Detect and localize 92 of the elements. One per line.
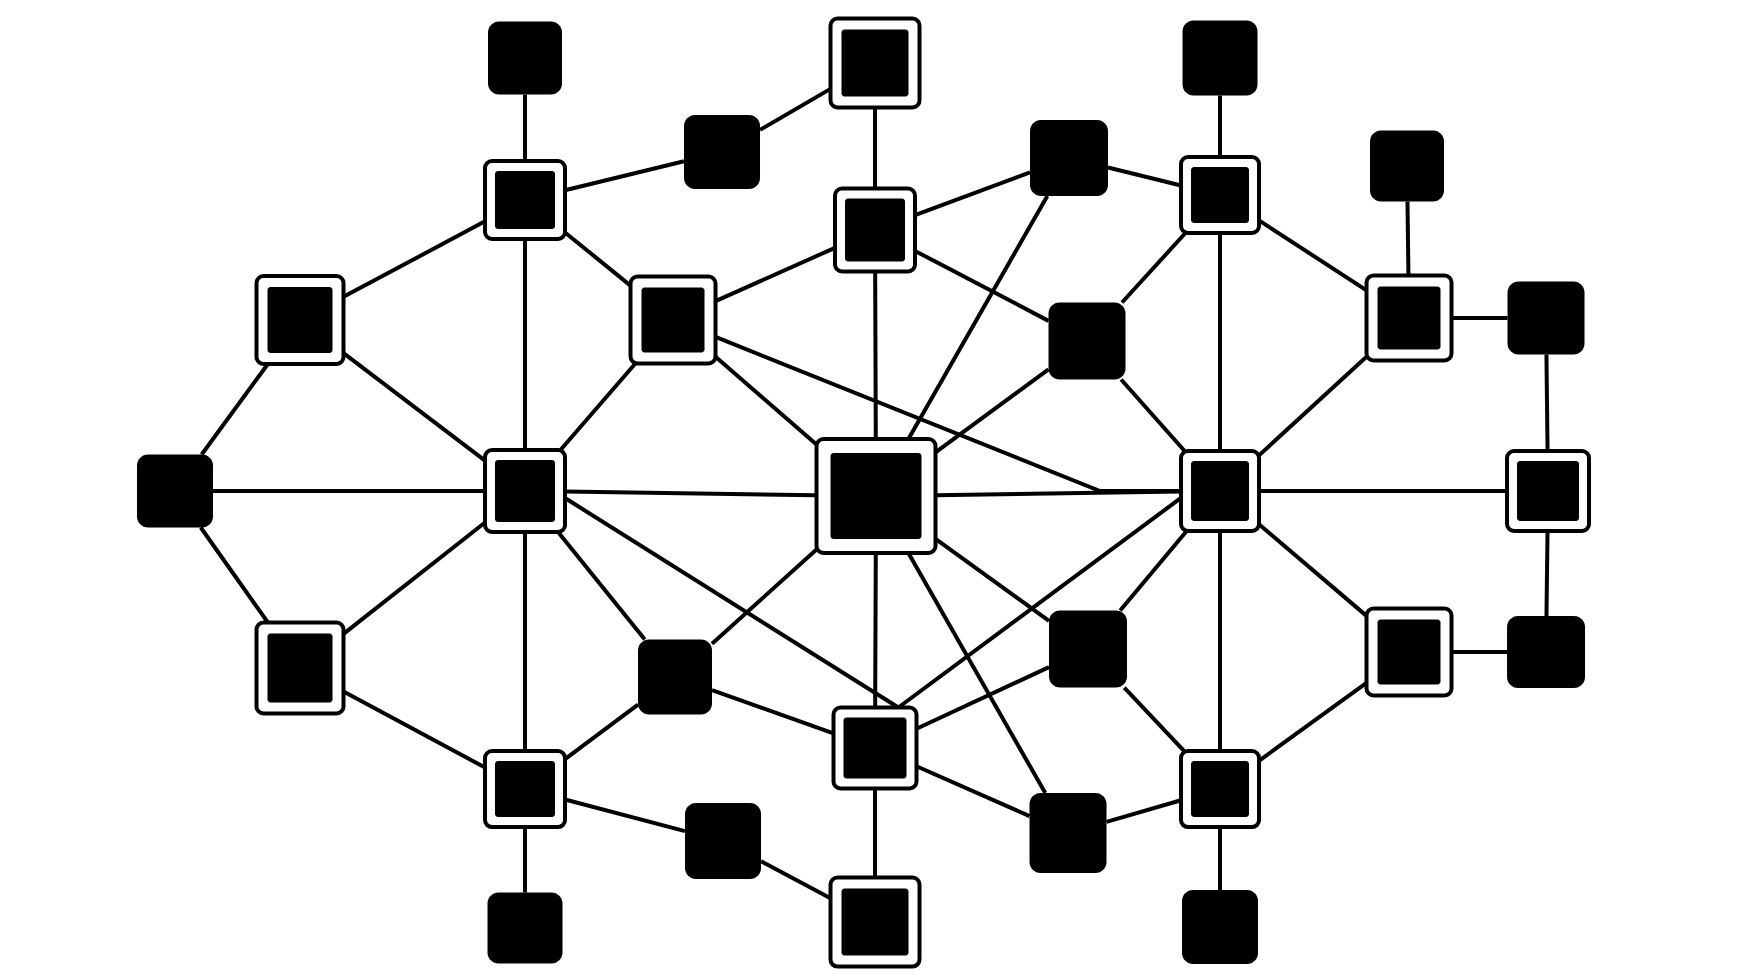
connector-line	[934, 537, 1051, 623]
connector-line	[342, 219, 486, 299]
connector-line	[342, 520, 487, 636]
framed-square-node	[483, 448, 567, 534]
connector-line	[915, 764, 1031, 818]
connector-line	[342, 689, 486, 770]
connector-line	[1544, 531, 1550, 617]
connector-line	[523, 827, 527, 893]
connector-line	[523, 94, 527, 161]
connector-line	[342, 351, 487, 463]
filled-square-node	[1182, 20, 1258, 96]
connector-line	[1120, 231, 1187, 304]
filled-square-node	[685, 803, 761, 879]
connector-line	[711, 688, 835, 736]
connector-line	[914, 170, 1031, 218]
connector-line	[563, 230, 632, 288]
connector-line	[1257, 522, 1368, 618]
connector-line	[1118, 529, 1189, 612]
connector-line	[714, 245, 836, 303]
framed-square-node	[1505, 449, 1591, 533]
connector-line	[556, 530, 647, 641]
connector-line	[1122, 686, 1186, 753]
connector-line	[563, 496, 900, 710]
filled-square-node	[137, 454, 213, 528]
connector-line	[935, 489, 1182, 498]
connector-line	[564, 159, 685, 193]
framed-square-node	[628, 274, 718, 366]
filled-square-node	[1030, 120, 1108, 196]
framed-square-node	[831, 705, 919, 791]
framed-square-node	[1179, 749, 1261, 829]
connector-line	[1451, 316, 1508, 320]
framed-square-node	[483, 159, 567, 241]
connector-line	[1218, 95, 1222, 157]
connector-line	[1107, 165, 1182, 188]
framed-square-node	[1179, 449, 1261, 533]
framed-square-node	[828, 875, 922, 969]
connector-line	[1218, 827, 1222, 890]
connector-line	[760, 859, 832, 901]
connector-line	[1259, 489, 1507, 493]
filled-square-node	[1370, 130, 1444, 202]
connector-line	[1257, 218, 1368, 293]
framed-square-node	[814, 437, 938, 555]
connector-line	[200, 362, 270, 456]
connector-line	[873, 271, 878, 439]
connector-line	[1119, 378, 1187, 453]
connector-line	[873, 107, 877, 189]
connector-line	[714, 335, 1181, 493]
connector-line	[1218, 233, 1222, 451]
filled-square-node	[1507, 616, 1585, 688]
framed-square-node	[483, 749, 567, 829]
connector-line	[563, 703, 640, 761]
connector-line	[199, 526, 270, 624]
connector-line	[1544, 354, 1550, 452]
connector-line	[1405, 201, 1411, 276]
connector-line	[523, 532, 527, 751]
connector-line	[523, 239, 527, 450]
connector-line	[906, 552, 1047, 794]
framed-square-node	[1179, 155, 1261, 235]
connector-line	[1218, 531, 1222, 751]
filled-square-node	[1507, 281, 1585, 355]
filled-square-node	[1049, 610, 1127, 688]
connector-line	[914, 249, 1050, 323]
filled-square-node	[488, 21, 562, 95]
filled-square-node	[1048, 302, 1126, 380]
connector-line	[213, 489, 485, 493]
framed-square-node	[254, 274, 346, 366]
connector-line	[558, 362, 637, 452]
framed-square-node	[254, 620, 346, 716]
filled-square-node	[1029, 793, 1107, 873]
framed-square-node	[1364, 273, 1454, 363]
filled-square-node	[487, 892, 563, 964]
connector-line	[915, 665, 1050, 731]
connector-line	[564, 797, 686, 833]
connector-line	[714, 355, 818, 447]
filled-square-node	[1182, 890, 1258, 964]
connector-line	[1451, 650, 1507, 654]
connector-line	[1257, 681, 1368, 763]
connector-line	[873, 788, 877, 878]
connector-line	[934, 367, 1050, 454]
connector-line	[759, 87, 832, 132]
connector-line	[1105, 798, 1182, 824]
connector-line	[564, 489, 817, 498]
framed-square-node	[1364, 606, 1454, 698]
filled-square-node	[684, 115, 760, 189]
connector-line	[1257, 355, 1368, 457]
filled-square-node	[638, 639, 712, 715]
connector-line	[873, 553, 878, 708]
connector-line	[897, 496, 1183, 710]
framed-square-node	[833, 186, 917, 274]
framed-square-node	[828, 16, 922, 110]
connector-line	[906, 195, 1050, 440]
connector-line	[710, 548, 818, 646]
